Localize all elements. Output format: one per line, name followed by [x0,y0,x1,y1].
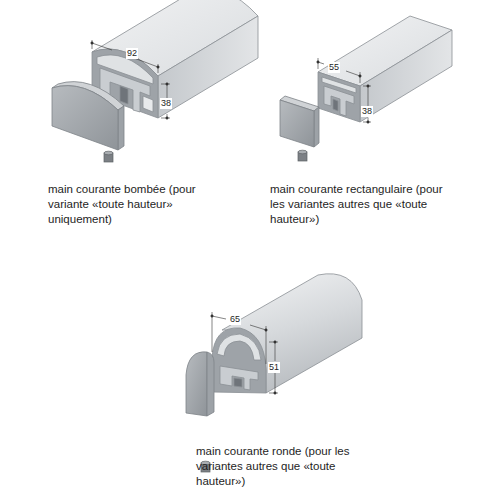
bombee-plug [104,151,113,162]
round-profile [212,274,362,393]
caption-text: main courante rectangulaire (pour les va… [270,182,458,227]
round-dimensions [211,312,278,394]
rect-profile [318,16,452,122]
round-end-cap [186,352,214,416]
caption-text: main courante bombée (pour variante «tou… [48,182,230,227]
dimension-label: 38 [160,98,172,109]
bombee-dimensions [91,40,170,119]
bombee-end-cap [52,82,124,150]
caption-text: main courante ronde (pour les variantes … [196,444,361,489]
dimension-label: 55 [328,62,340,73]
rect-end-cap [280,96,319,147]
rect-plug [298,150,307,161]
dimension-label: 65 [229,314,241,325]
dimension-label: 38 [361,106,373,117]
dimension-label: 92 [126,48,138,59]
dimension-label: 51 [268,362,280,373]
